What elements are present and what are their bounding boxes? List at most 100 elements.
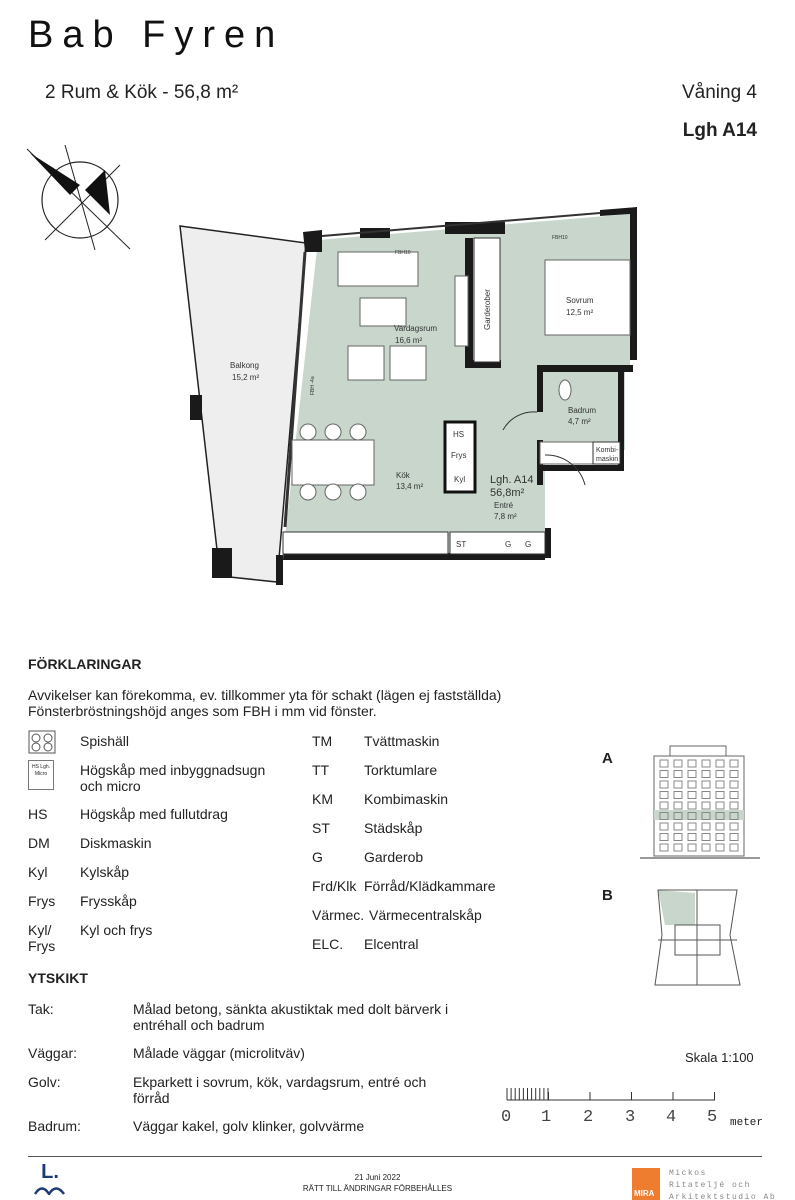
svg-text:12,5 m²: 12,5 m² xyxy=(566,308,593,317)
apartment-label: Lgh. A14 xyxy=(490,474,533,486)
walls xyxy=(190,207,637,585)
elevation-window xyxy=(659,780,669,789)
bed xyxy=(544,259,631,336)
elevation-window xyxy=(659,843,669,852)
svg-text:16,6 m²: 16,6 m² xyxy=(395,336,422,345)
elevation-window xyxy=(715,801,725,810)
elevation-window xyxy=(701,812,711,820)
scale-label: Skala 1:100 xyxy=(685,1050,754,1065)
oven-micro-icon: HS Lgh. Micro xyxy=(28,760,54,790)
svg-text:Kyl: Kyl xyxy=(454,475,465,484)
elevation-window xyxy=(715,759,725,768)
elevation-window xyxy=(715,843,725,852)
legend-intro-fbh: Fönsterbröstningshöjd anges som FBH i mm… xyxy=(28,703,377,719)
elevation-window xyxy=(673,822,683,831)
svg-text:4,7 m²: 4,7 m² xyxy=(568,417,591,426)
elevation-window xyxy=(715,833,725,841)
elevation-window xyxy=(715,780,725,789)
elevation-window xyxy=(673,791,683,799)
elevation-window xyxy=(701,801,711,810)
legend-item: Tvättmaskin xyxy=(364,733,440,749)
svg-text:HS: HS xyxy=(453,430,464,439)
scale-bar xyxy=(506,1088,715,1101)
elevation-window xyxy=(715,770,725,778)
svg-text:FBH10: FBH10 xyxy=(552,235,568,241)
project-title: Bab Fyren xyxy=(28,14,285,56)
legend-item: Kombimaskin xyxy=(364,791,449,807)
elevation-window xyxy=(687,770,697,778)
elevation-window xyxy=(729,791,739,799)
apartment-id: Lgh A14 xyxy=(682,120,757,141)
elevation-window xyxy=(701,822,711,831)
elevation-window xyxy=(701,759,711,768)
floor-plan: Balkong 15,2 m² Vardagsrum 16,6 m² Sovru… xyxy=(179,207,637,585)
elevation-window xyxy=(673,812,683,820)
elevation-window xyxy=(673,770,683,778)
room-label-vardagsrum: Vardagsrum xyxy=(394,324,437,333)
cooktop-icon xyxy=(28,730,56,754)
svg-text:13,4 m²: 13,4 m² xyxy=(396,482,423,491)
elevation-window xyxy=(701,770,711,778)
elevation-window xyxy=(729,833,739,841)
room-label-sovrum: Sovrum xyxy=(566,296,594,305)
finish-golv: Ekparkett i sovrum, kök, vardagsrum, ent… xyxy=(133,1074,427,1106)
elevation-window xyxy=(729,812,739,820)
elevation-window xyxy=(729,801,739,810)
elevation-window xyxy=(701,780,711,789)
room-label-badrum: Badrum xyxy=(568,406,596,415)
legend-item: Elcentral xyxy=(364,936,419,952)
legend-item: Frysskåp xyxy=(80,893,137,909)
legend-title: FÖRKLARINGAR xyxy=(28,656,142,672)
svg-text:FBH -4a: FBH -4a xyxy=(310,376,316,395)
elevation-window xyxy=(729,770,739,778)
legend-item: Garderob xyxy=(364,849,424,865)
compass-icon xyxy=(26,145,131,251)
brand-logo: L. xyxy=(30,1162,70,1200)
elevation-window xyxy=(701,791,711,799)
svg-text:7,8 m²: 7,8 m² xyxy=(494,512,517,521)
elevation-window xyxy=(687,822,697,831)
room-label-entre: Entré xyxy=(494,501,514,510)
svg-text:15,2 m²: 15,2 m² xyxy=(232,373,259,382)
elevation-window xyxy=(673,833,683,841)
legend-intro: Avvikelser kan förekomma, ev. tillkommer… xyxy=(28,687,502,703)
dining-table xyxy=(291,439,375,486)
elevation-window xyxy=(729,780,739,789)
elevation-window xyxy=(715,812,725,820)
elevation-window xyxy=(687,843,697,852)
sofa xyxy=(337,251,419,287)
elevation-window xyxy=(659,791,669,799)
svg-text:G: G xyxy=(525,540,531,549)
elevation-window xyxy=(715,822,725,831)
svg-text:G: G xyxy=(505,540,511,549)
elevation-window xyxy=(701,833,711,841)
elevation-window xyxy=(687,791,697,799)
building-key-plan xyxy=(654,889,741,986)
building-elevation xyxy=(640,745,760,859)
elevation-window xyxy=(659,812,669,820)
elevation-window xyxy=(659,770,669,778)
svg-text:Frys: Frys xyxy=(451,451,467,460)
room-label-balkong: Balkong xyxy=(230,361,259,370)
legend-item: Städskåp xyxy=(364,820,423,836)
svg-text:ST: ST xyxy=(456,540,466,549)
elevation-window xyxy=(729,822,739,831)
elevation-window xyxy=(673,780,683,789)
legend-item: Torktumlare xyxy=(364,762,438,778)
svg-text:FBH10: FBH10 xyxy=(395,250,411,256)
elevation-window xyxy=(659,801,669,810)
legend-item: Diskmaskin xyxy=(80,835,152,851)
svg-text:Kombi-: Kombi- xyxy=(596,447,619,454)
finishes-title: YTSKIKT xyxy=(28,970,88,986)
elevation-window xyxy=(673,843,683,852)
elevation-window xyxy=(687,812,697,820)
svg-text:56,8m²: 56,8m² xyxy=(490,487,525,499)
legend-item: Förråd/Klädkammare xyxy=(364,878,496,894)
finish-vaggar: Målade väggar (microlitväv) xyxy=(133,1045,305,1061)
legend-item: Högskåp med fullutdrag xyxy=(80,806,228,822)
apartment-type: 2 Rum & Kök - 56,8 m² xyxy=(45,82,239,103)
elevation-window xyxy=(687,801,697,810)
footer-divider xyxy=(28,1156,762,1157)
finish-tak: Målad betong, sänkta akustiktak med dolt… xyxy=(133,1001,449,1033)
